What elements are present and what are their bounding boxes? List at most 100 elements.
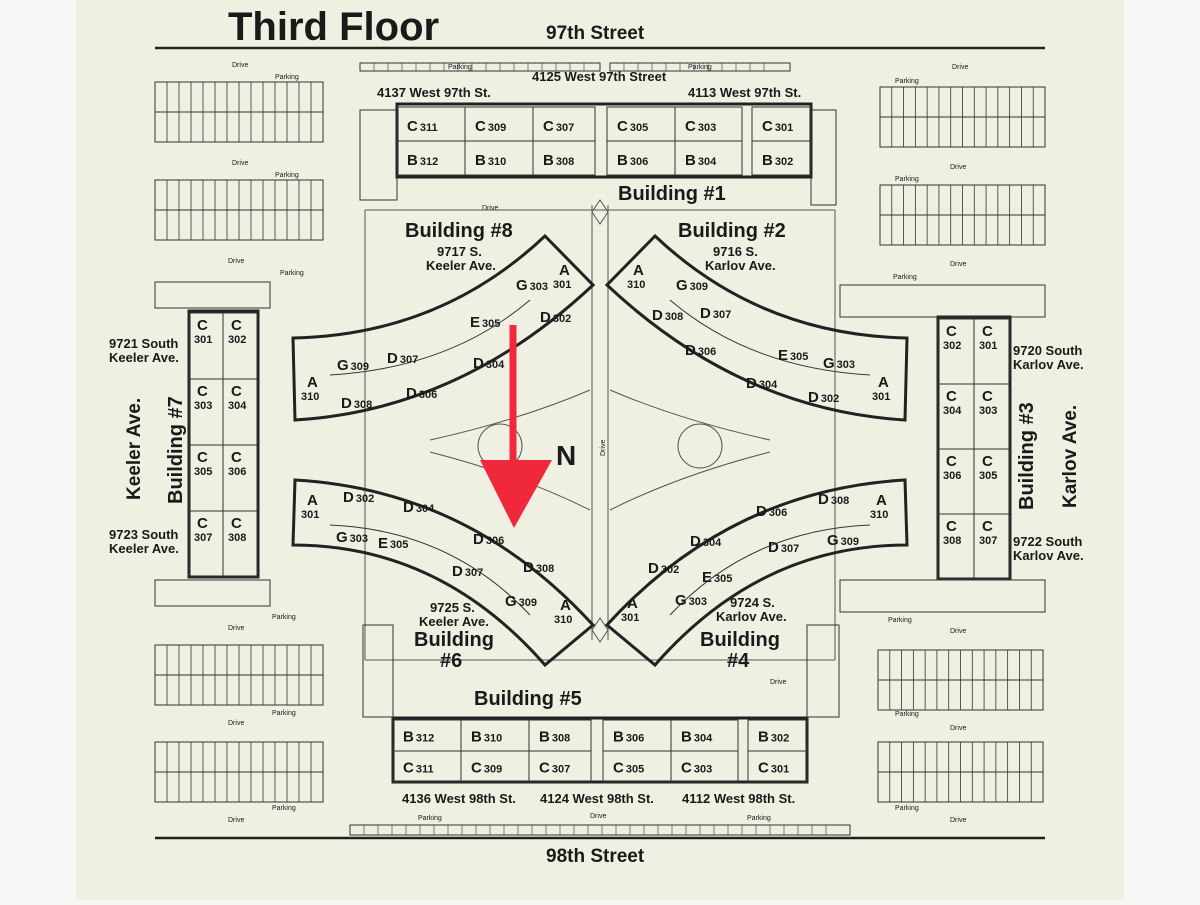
unit-letter: C [231,317,242,334]
building-5-name: Building #5 [474,688,582,710]
drive-label: Drive [950,164,966,171]
unit-number: 307 [194,532,212,544]
roundabout-east [677,423,723,469]
building-6-name-2: #6 [440,650,462,672]
drive-label: Drive [950,628,966,635]
unit-number: 303 [194,400,212,412]
unit-b1-b308[interactable] [532,140,596,176]
unit-b1-b302[interactable] [751,140,812,176]
drive-label: Drive [770,679,786,686]
unit-b5-c301[interactable] [747,750,808,783]
building-2-address-1: 9716 S. [713,244,758,259]
unit-letter: C [982,388,993,405]
building-3-address-top-1: 9720 South [1013,343,1082,358]
unit-letter: C [231,383,242,400]
ring-drive [364,209,836,661]
unit-b5-c303[interactable] [670,750,739,783]
building-3-name: Building #3 [1016,402,1038,510]
building-7-address-top-2: Keeler Ave. [109,350,179,365]
unit-b5-c307[interactable] [528,750,592,783]
unit-b7-c308[interactable] [222,510,258,578]
parking-label: Parking [895,711,919,718]
building-4-name-2: #4 [727,650,750,672]
unit-b3-c307[interactable] [973,513,1011,580]
drive-label: Drive [482,205,498,212]
unit-letter: C [982,453,993,470]
drive-label: Drive [228,625,244,632]
drive-label: Drive [952,64,968,71]
unit-b1-b304[interactable] [674,140,743,176]
unit-letter: A [559,262,570,279]
floor-title: Third Floor [228,5,439,49]
unit-letter: A [878,374,889,391]
unit-number: 305 [194,466,212,478]
building-2-address-2: Karlov Ave. [705,258,776,273]
parking-label: Parking [418,815,442,822]
building-2-outline [604,233,909,422]
drive-label: Drive [228,258,244,265]
building-3-address-bottom-2: Karlov Ave. [1013,548,1084,563]
parking-label: Parking [275,74,299,81]
building-7: 9721 South Keeler Ave. 9723 South Keeler… [109,281,271,607]
building-7-address-top-1: 9721 South [109,336,178,351]
parking-label: Parking [895,805,919,812]
building-6-address-2: Keeler Ave. [419,614,489,629]
parking-label: Parking [688,64,712,71]
